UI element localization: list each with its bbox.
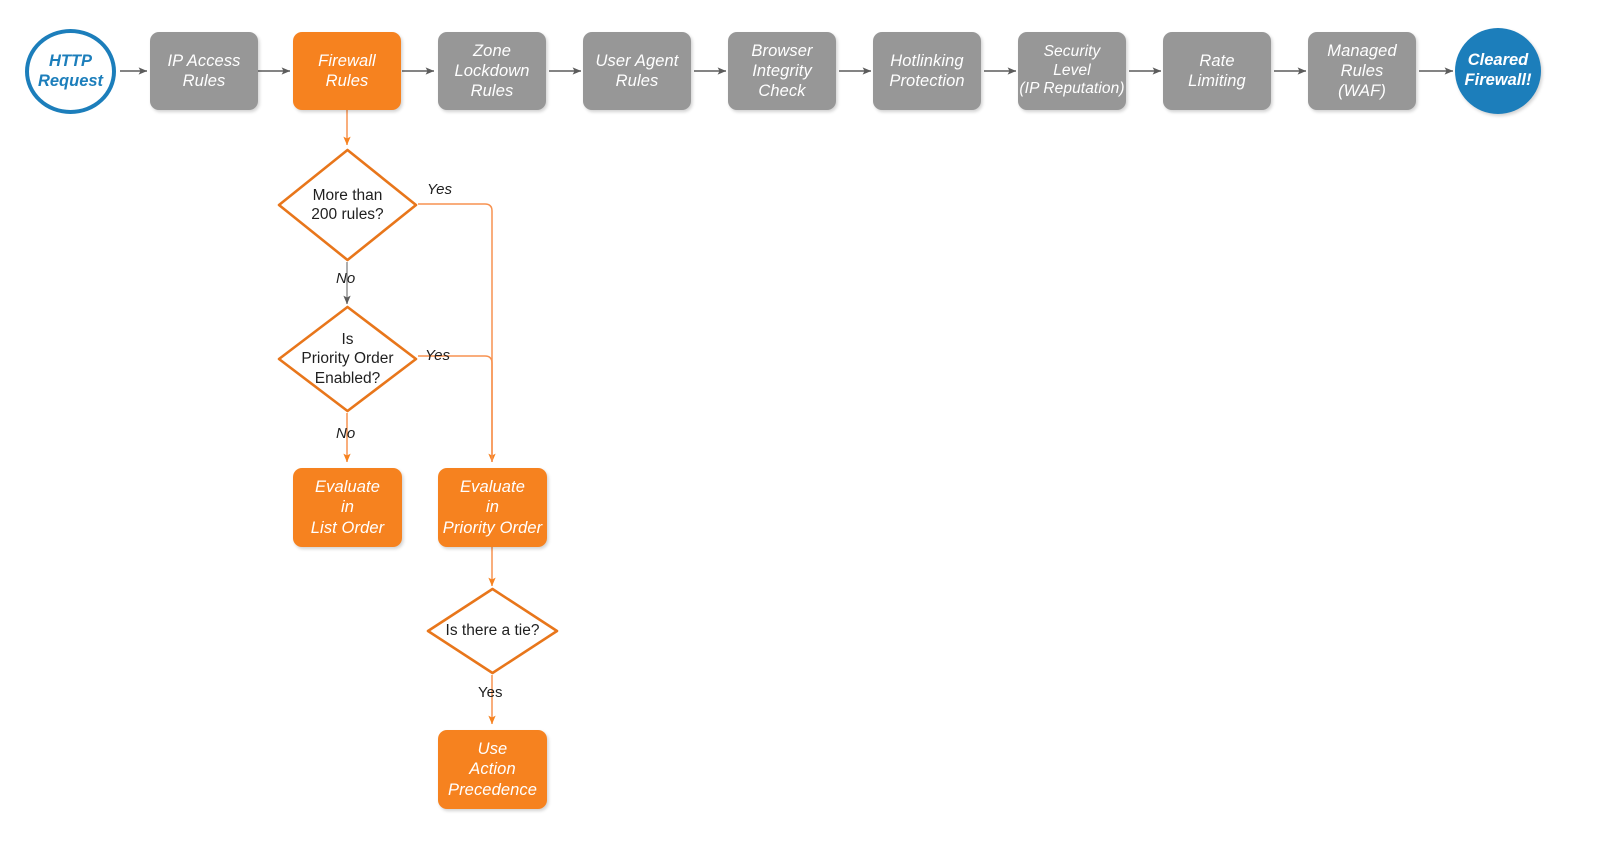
edge-label-d1-no: No [336,270,356,287]
node-more-than-200-rules[interactable]: More than 200 rules? [277,148,418,262]
node-evaluate-in-list-order-label: Evaluate in List Order [310,478,385,537]
node-ip-access-rules-label: IP Access Rules [167,51,241,90]
edge-label-d2-no: No [336,425,356,442]
node-security-level-label: Security Level (IP Reputation) [1019,42,1125,98]
node-hotlinking-protection[interactable]: Hotlinking Protection [873,32,981,110]
node-zone-lockdown-rules[interactable]: Zone Lockdown Rules [438,32,546,110]
node-rate-limiting[interactable]: Rate Limiting [1163,32,1271,110]
diamond-shape-is-priority-order-enabled [277,305,418,413]
node-browser-integrity-check-label: Browser Integrity Check [751,41,813,101]
node-browser-integrity-check[interactable]: Browser Integrity Check [728,32,836,110]
node-rate-limiting-label: Rate Limiting [1188,51,1246,90]
node-managed-rules-waf[interactable]: Managed Rules (WAF) [1308,32,1416,110]
node-user-agent-rules-label: User Agent Rules [595,51,679,90]
node-evaluate-in-priority-order-label: Evaluate in Priority Order [442,478,543,537]
edge-d2-yes [418,355,493,462]
diamond-shape-more-than-200-rules [277,148,418,262]
node-is-there-a-tie[interactable]: Is there a tie? [426,587,559,675]
node-managed-rules-waf-label: Managed Rules (WAF) [1327,41,1397,101]
diamond-shape-is-there-a-tie [426,587,559,675]
edge-d1-yes [418,203,496,463]
node-use-action-precedence-label: Use Action Precedence [447,740,538,799]
node-more-than-200-rules-label: More than 200 rules? [311,186,384,223]
node-is-priority-order-enabled[interactable]: Is Priority Order Enabled? [277,305,418,413]
node-cleared-firewall-label: Cleared Firewall! [1464,51,1532,89]
edge-label-d1-yes: Yes [427,181,453,198]
node-http-request[interactable]: HTTP Request [25,29,116,114]
node-use-action-precedence[interactable]: Use Action Precedence [438,730,547,809]
node-evaluate-in-list-order[interactable]: Evaluate in List Order [293,468,402,547]
node-zone-lockdown-rules-label: Zone Lockdown Rules [454,41,530,101]
node-is-priority-order-enabled-label: Is Priority Order Enabled? [301,331,394,387]
node-evaluate-in-priority-order[interactable]: Evaluate in Priority Order [438,468,547,547]
node-firewall-rules-label: Firewall Rules [318,51,376,90]
node-ip-access-rules[interactable]: IP Access Rules [150,32,258,110]
node-user-agent-rules[interactable]: User Agent Rules [583,32,691,110]
node-is-there-a-tie-label: Is there a tie? [445,622,540,640]
edge-label-d3-yes: Yes [478,684,503,701]
node-hotlinking-protection-label: Hotlinking Protection [889,51,965,90]
node-cleared-firewall[interactable]: Cleared Firewall! [1455,28,1541,114]
node-http-request-label: HTTP Request [37,51,104,90]
edge-label-d2-yes: Yes [425,347,451,364]
node-security-level[interactable]: Security Level (IP Reputation) [1018,32,1126,110]
node-firewall-rules[interactable]: Firewall Rules [293,32,401,110]
